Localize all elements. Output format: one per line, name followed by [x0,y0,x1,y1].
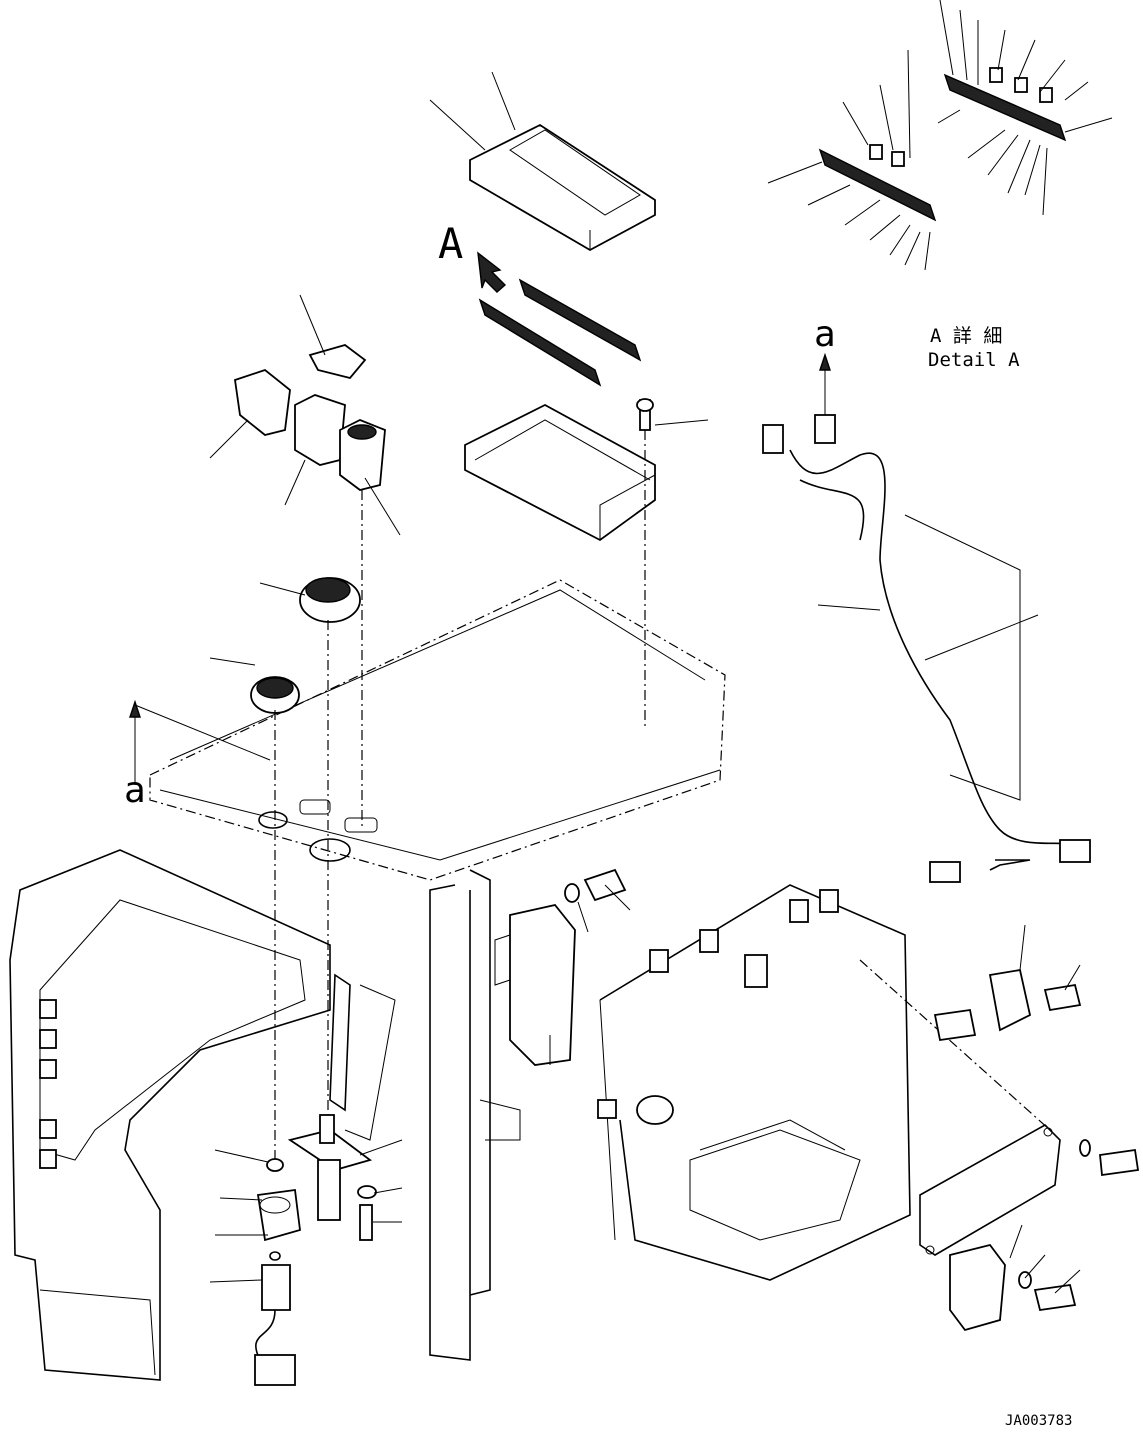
mounting-bracket [919,1124,1061,1256]
leader-lines [209,0,1113,1294]
relay-unit-2 [949,1243,1006,1332]
wiring-harness [762,414,1091,883]
console-frame [9,579,726,1381]
switch-cap [308,344,367,380]
small-knob [250,676,300,714]
limit-switch [287,1114,377,1241]
view-arrow [477,251,507,293]
detail-jp-label: A 詳 細 [930,325,1002,347]
detail-en-label: Detail A [928,349,1020,371]
fuse-box-cover [469,123,656,252]
fuse-row-left [478,278,642,387]
buzzer [933,968,1032,1042]
push-switch [294,394,346,466]
arrow-a-right [819,352,831,415]
arrow-letter-left: a [124,770,146,811]
fuse-box-base [464,403,656,542]
screw [636,398,654,431]
controller-box [597,884,911,1281]
bolts-right [1018,983,1140,1312]
view-letter-label: A [438,219,463,268]
detail-a-fuses [818,67,1067,222]
arrow-letter-right: a [814,314,836,355]
rocker-switch [234,368,291,436]
assembly-lines [274,430,1051,1160]
pressure-switch [254,1158,301,1386]
bolt-washer-1 [564,868,627,903]
arrow-a-left [129,699,271,785]
relay-unit [494,903,576,1066]
drawing-id: JA003783 [1005,1413,1072,1429]
toggle-switch [339,419,386,491]
large-knob [299,577,361,623]
